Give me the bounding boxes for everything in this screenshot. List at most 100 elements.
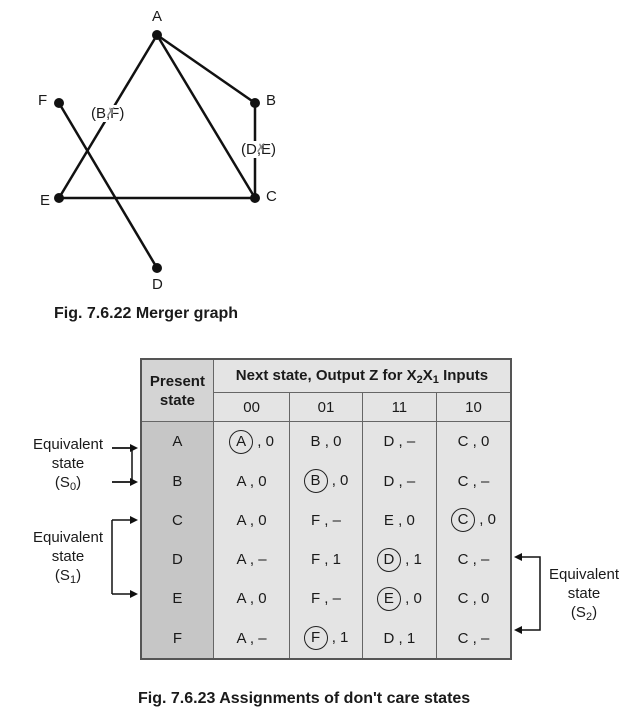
present-state-cell: D	[140, 539, 214, 580]
node-b	[250, 98, 260, 108]
separator: ,	[320, 551, 333, 569]
separator: ,	[320, 590, 333, 608]
next-state-cell: A , –	[212, 618, 291, 659]
bracket-s2	[516, 556, 541, 631]
next-state-value: D	[383, 433, 395, 451]
node-label-a: A	[152, 8, 163, 25]
node-d	[152, 263, 162, 273]
separator: ,	[245, 551, 259, 569]
next-state-cell: E , 0	[361, 500, 438, 540]
next-state-cell: C , –	[436, 618, 512, 659]
next-state-cell: A , 0	[212, 579, 291, 619]
merger-graph	[54, 30, 260, 273]
present-state-header: Present state	[140, 358, 214, 422]
column-header: 10	[436, 392, 512, 422]
node-label-f: F	[38, 92, 48, 109]
next-state-value: D	[376, 547, 401, 572]
next-state-cell: C , 0	[436, 579, 512, 619]
output-value: –	[406, 433, 416, 451]
present-state-cell: A	[140, 421, 214, 462]
separator: ,	[394, 472, 407, 490]
next-state-cell: D , 1	[361, 618, 438, 659]
separator: ,	[468, 629, 482, 647]
next-state-value: C	[457, 551, 469, 569]
next-state-value: C	[457, 433, 469, 451]
output-value: 0	[340, 472, 349, 489]
separator: ,	[468, 551, 482, 569]
separator: ,	[327, 629, 341, 647]
separator: ,	[400, 589, 414, 607]
output-value: 0	[258, 590, 267, 608]
next-state-value: A	[236, 551, 246, 569]
next-state-value: C	[457, 590, 469, 608]
output-value: 0	[481, 433, 490, 451]
separator: ,	[468, 433, 482, 451]
present-state-cell: F	[140, 618, 214, 659]
next-state-cell: D , 1	[361, 539, 438, 580]
edge-f-d	[57, 102, 159, 269]
separator: ,	[394, 433, 407, 451]
bracket-s0	[112, 447, 133, 483]
next-state-value: A	[236, 629, 246, 647]
separator: ,	[468, 472, 482, 490]
output-value: 0	[406, 511, 415, 529]
output-value: 1	[406, 629, 416, 647]
next-state-value: C	[457, 629, 469, 647]
output-value: 1	[332, 551, 341, 569]
separator: ,	[245, 590, 259, 608]
arrowhead-icon	[130, 590, 138, 598]
output-value: –	[258, 629, 267, 647]
next-state-cell: A , –	[212, 539, 291, 580]
next-state-value: D	[383, 472, 395, 490]
output-value: 1	[413, 550, 422, 568]
node-label-c: C	[266, 188, 277, 205]
arrowhead-icon	[514, 626, 522, 634]
separator: ,	[400, 550, 414, 568]
separator: ,	[475, 511, 488, 529]
next-state-cell: D , –	[361, 421, 438, 462]
next-state-cell: D , –	[361, 461, 438, 501]
next-state-cell: A , 0	[212, 461, 291, 501]
output-value: –	[332, 590, 341, 608]
next-state-value: A	[236, 590, 246, 608]
output-value: 0	[258, 511, 267, 529]
output-value: –	[332, 511, 341, 529]
separator: ,	[393, 511, 407, 529]
next-state-cell: B , 0	[289, 421, 363, 462]
next-state-value: B	[310, 433, 321, 451]
next-state-value: F	[310, 590, 321, 608]
output-value: 0	[413, 589, 422, 607]
separator: ,	[320, 433, 334, 451]
next-state-value: C	[451, 508, 476, 533]
separator: ,	[245, 472, 259, 490]
arrowhead-icon	[130, 444, 138, 452]
figure-caption-graph: Fig. 7.6.22 Merger graph	[54, 305, 239, 322]
output-value: 1	[340, 629, 349, 647]
output-value: –	[258, 551, 267, 569]
present-state-cell: C	[140, 500, 214, 540]
arrowhead-icon	[514, 553, 522, 561]
next-state-cell: F , 1	[289, 539, 363, 580]
next-state-value: A	[236, 511, 246, 529]
next-state-value: A	[236, 472, 246, 490]
edge-a-b	[156, 33, 256, 105]
cross-mark-icon: ✗	[256, 141, 267, 155]
arrowhead-icon	[130, 478, 138, 486]
output-value: –	[406, 472, 416, 490]
next-state-value: E	[376, 586, 401, 611]
node-label-e: E	[40, 192, 51, 209]
separator: ,	[320, 511, 333, 529]
edge-a-c	[155, 34, 257, 199]
separator: ,	[327, 472, 341, 489]
output-value: 0	[265, 432, 274, 450]
next-state-cell: C , 0	[436, 421, 512, 462]
cross-mark-icon: ✗	[106, 105, 117, 119]
output-value: –	[481, 472, 490, 490]
